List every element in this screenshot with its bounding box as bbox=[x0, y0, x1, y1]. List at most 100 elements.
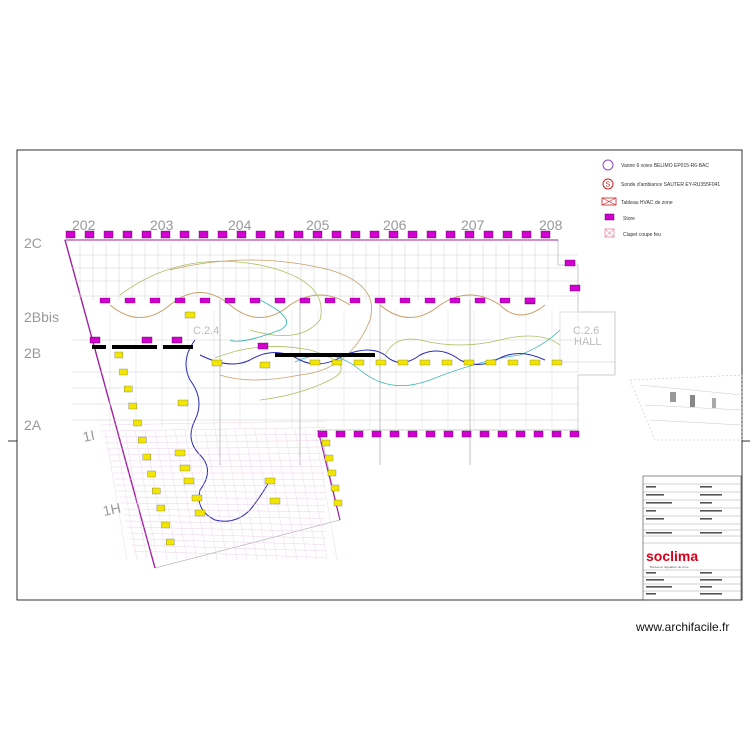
blind-marker bbox=[217, 230, 228, 239]
equipment-tag bbox=[124, 385, 133, 393]
blind-marker bbox=[89, 336, 101, 344]
hatch-line bbox=[122, 508, 326, 513]
equipment-tag bbox=[138, 436, 147, 444]
title-block-text-stub bbox=[646, 486, 656, 488]
blind-marker bbox=[426, 230, 437, 239]
hatch-line bbox=[107, 453, 326, 456]
title-block: soclima Bureau et régulation de zone bbox=[642, 475, 742, 601]
beam bbox=[163, 345, 193, 349]
title-block-text-stub bbox=[700, 518, 712, 520]
column-label: 204 bbox=[228, 217, 252, 233]
title-block-text-stub bbox=[700, 572, 712, 574]
key-plan-mark bbox=[712, 398, 716, 408]
blind-marker bbox=[103, 230, 114, 239]
equipment-tag bbox=[174, 449, 186, 457]
room-box bbox=[559, 311, 616, 363]
site-watermark: www.archifacile.fr bbox=[636, 620, 730, 634]
blind-marker bbox=[461, 430, 472, 438]
title-block-text-stub bbox=[646, 494, 664, 496]
blind-markers bbox=[65, 230, 581, 438]
title-block-text-stub bbox=[700, 593, 722, 595]
hatch-line bbox=[117, 490, 326, 493]
hatch-line bbox=[103, 433, 326, 438]
row-label: 2A bbox=[24, 417, 42, 433]
title-block-text-stub bbox=[700, 579, 722, 581]
hatch-line bbox=[264, 429, 288, 561]
duct-run bbox=[379, 294, 546, 318]
duct-run bbox=[384, 335, 561, 356]
hatch-line bbox=[204, 429, 228, 561]
beam bbox=[112, 345, 157, 349]
blind-marker bbox=[236, 230, 247, 239]
blind-marker bbox=[65, 230, 76, 239]
title-block-text-stub bbox=[700, 502, 712, 504]
title-block-text-stub bbox=[700, 494, 722, 496]
equipment-tag bbox=[333, 499, 343, 507]
hatch-line bbox=[224, 429, 248, 561]
blind-marker bbox=[149, 297, 161, 304]
key-plan-outline bbox=[629, 374, 743, 441]
equipment-tag bbox=[463, 359, 475, 366]
blind-marker bbox=[407, 430, 418, 438]
row-label: 2Bbis bbox=[24, 309, 59, 325]
hatch-line bbox=[274, 429, 298, 561]
hatch-line bbox=[304, 429, 328, 561]
hatch-line bbox=[120, 502, 326, 506]
hatch-line bbox=[134, 429, 158, 561]
equipment-tag bbox=[259, 361, 271, 369]
room-code: C.2.6 bbox=[573, 325, 599, 337]
hatch-line bbox=[244, 429, 268, 561]
blind-marker bbox=[464, 230, 475, 239]
blind-marker bbox=[369, 230, 380, 239]
grid-column-labels: 202 203 204 205 206 207 208 bbox=[72, 217, 563, 233]
blind-marker bbox=[312, 230, 323, 239]
blind-marker bbox=[335, 430, 346, 438]
equipment-tag bbox=[114, 351, 123, 359]
key-plan-line bbox=[649, 419, 743, 426]
column-label: 206 bbox=[383, 217, 407, 233]
blind-marker bbox=[499, 297, 511, 304]
equipment-tag bbox=[375, 359, 387, 366]
row-label: 2B bbox=[24, 345, 41, 361]
column-label: 202 bbox=[72, 217, 96, 233]
equipment-tag bbox=[264, 477, 276, 485]
hatched-zone bbox=[99, 420, 338, 561]
column-label: 208 bbox=[539, 217, 563, 233]
equipment-tag bbox=[330, 484, 340, 492]
row-label: 1I bbox=[81, 427, 96, 445]
blind-marker bbox=[324, 297, 336, 304]
hatch-line bbox=[194, 429, 218, 561]
blind-marker bbox=[224, 297, 236, 304]
blind-marker bbox=[317, 430, 328, 438]
blind-marker bbox=[199, 297, 211, 304]
blind-marker bbox=[350, 230, 361, 239]
equipment-tags bbox=[114, 311, 343, 546]
blind-marker bbox=[564, 259, 576, 267]
blind-marker bbox=[551, 430, 562, 438]
hatch-line bbox=[119, 496, 326, 500]
equipment-tag bbox=[331, 359, 343, 366]
hatch-line bbox=[144, 429, 168, 561]
blind-marker bbox=[160, 230, 171, 239]
legend-label: Tableau HVAC de zone bbox=[621, 200, 673, 206]
key-plan-mark bbox=[690, 395, 695, 407]
equipment-tag bbox=[353, 359, 365, 366]
equipment-tag bbox=[133, 419, 142, 427]
hatch-line bbox=[164, 429, 188, 561]
equipment-tag bbox=[142, 453, 152, 461]
title-block-text-stub bbox=[646, 572, 656, 574]
title-block-text-stub bbox=[646, 532, 672, 534]
title-block-text-stub bbox=[700, 510, 722, 512]
blind-marker bbox=[399, 297, 411, 304]
blind-marker bbox=[425, 430, 436, 438]
hatch-line bbox=[114, 478, 326, 480]
blind-marker bbox=[569, 430, 580, 438]
hatch-line bbox=[104, 429, 128, 561]
equipment-tag bbox=[441, 359, 453, 366]
equipment-tag bbox=[321, 439, 331, 447]
hatch-line bbox=[114, 429, 138, 561]
hatch-line bbox=[106, 446, 326, 450]
hatch-line bbox=[234, 429, 258, 561]
title-block-frame bbox=[642, 475, 742, 601]
